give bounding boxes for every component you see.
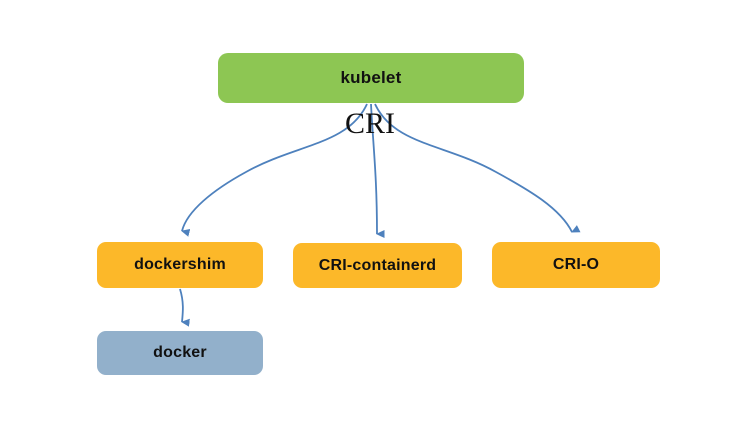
node-dockershim-label: dockershim (134, 256, 226, 273)
node-kubelet-label: kubelet (340, 68, 402, 87)
node-docker: docker (97, 331, 263, 375)
node-cri-o: CRI-O (492, 242, 660, 288)
cri-interface-label: CRI (344, 107, 395, 140)
edge-dockershim-docker (179, 288, 190, 327)
node-cri-containerd: CRI-containerd (293, 243, 462, 288)
node-dockershim: dockershim (97, 242, 263, 288)
node-docker-label: docker (153, 344, 207, 361)
node-cri-o-label: CRI-O (552, 256, 600, 273)
node-kubelet: kubelet (218, 53, 524, 103)
node-cri-containerd-label: CRI-containerd (318, 256, 437, 274)
